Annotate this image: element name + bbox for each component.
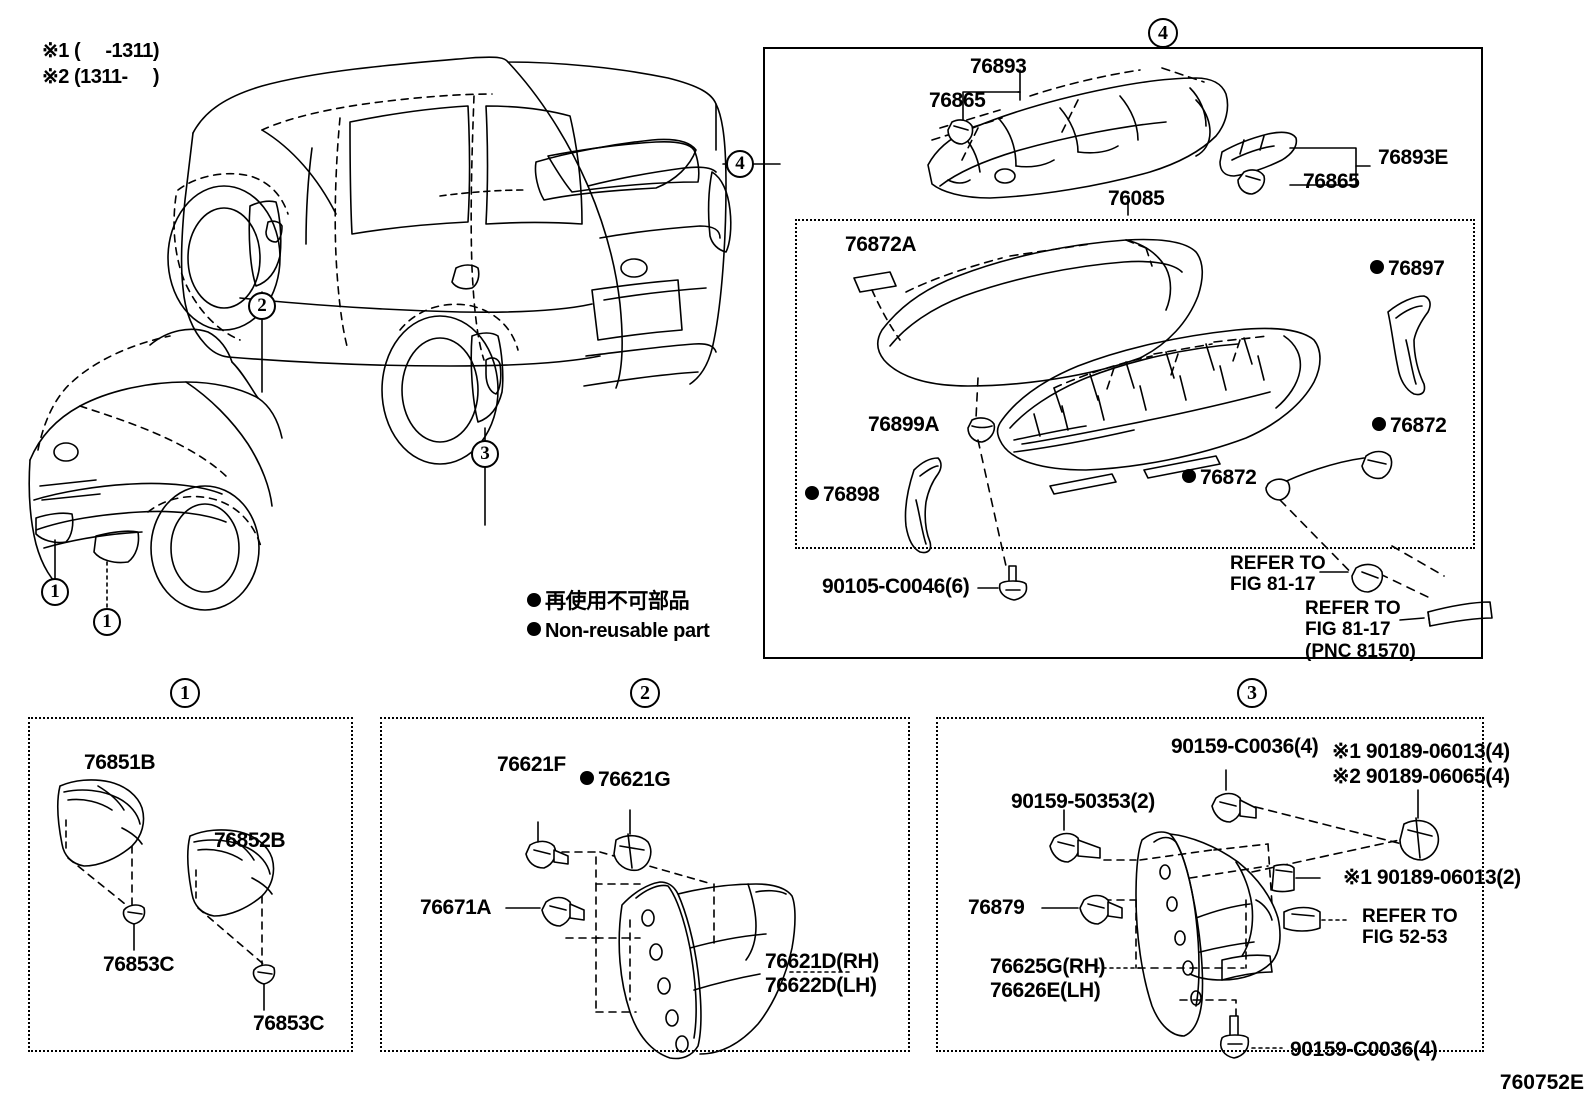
- filled-circle-icon: [1370, 259, 1384, 274]
- refer3-line-2: FIG 52-53: [1362, 927, 1448, 949]
- refer2-line-1: REFER TO: [1305, 598, 1401, 619]
- label-76872-center-group: 76872: [1182, 466, 1257, 490]
- filled-circle-icon: [527, 621, 541, 636]
- note-mark-2: ※2 (1311- ): [42, 66, 160, 88]
- note-mark-1: ※1 ( -1311): [42, 40, 160, 62]
- panel-3-number[interactable]: 3: [1237, 678, 1267, 708]
- panel-2-number[interactable]: 2: [630, 678, 660, 708]
- label-76852B: 76852B: [214, 829, 286, 852]
- vehicle-callout-4[interactable]: 4: [726, 150, 754, 178]
- label-76898: 76898: [823, 483, 880, 506]
- label-76085: 76085: [1108, 187, 1165, 210]
- label-90159-C0036-top: 90159-C0036(4): [1171, 735, 1319, 758]
- refer-line-2: FIG 81-17: [1230, 574, 1316, 596]
- label-76865-left: 76865: [929, 89, 986, 112]
- label-note1-90189-06013-4: ※1 90189-06013(4): [1332, 740, 1510, 763]
- filled-circle-icon: [1372, 416, 1386, 431]
- label-76872A: 76872A: [845, 233, 917, 256]
- label-76853C-left: 76853C: [103, 953, 175, 976]
- vehicle-callout-2[interactable]: 2: [248, 292, 276, 320]
- label-76872-right: 76872: [1390, 414, 1447, 437]
- refer-to-fig-52-53: REFER TO FIG 52-53: [1362, 906, 1458, 949]
- filled-circle-icon: [527, 592, 541, 607]
- label-76865-right: 76865: [1303, 170, 1360, 193]
- label-76621D-RH: 76621D(RH): [765, 950, 879, 973]
- filled-circle-icon: [1182, 468, 1196, 483]
- legend-non-reusable: 再使用不可部品 Non-reusable part: [527, 589, 710, 642]
- refer3-line-1: REFER TO: [1362, 906, 1458, 927]
- refer-line-1: REFER TO: [1230, 553, 1326, 574]
- refer-to-fig-81-17-1: REFER TO FIG 81-17: [1230, 553, 1326, 596]
- panel-2: [380, 717, 910, 1052]
- figure-code: 760752E: [1499, 1071, 1584, 1094]
- label-76893E: 76893E: [1378, 146, 1449, 169]
- label-76897-group: 76897: [1370, 257, 1445, 281]
- label-76853C-right: 76853C: [253, 1012, 325, 1035]
- refer2-line-2: FIG 81-17: [1305, 619, 1391, 641]
- label-90159-C0036-bottom: 90159-C0036(4): [1290, 1038, 1438, 1061]
- label-76899A: 76899A: [868, 413, 940, 436]
- legend-jp-text: 再使用不可部品: [545, 589, 690, 613]
- panel-4-subpanel: [795, 219, 1475, 549]
- label-76625G-RH: 76625G(RH): [990, 955, 1106, 978]
- label-76671A: 76671A: [420, 896, 492, 919]
- vehicle-callout-1-front[interactable]: 1: [41, 578, 69, 606]
- label-76626E-LH: 76626E(LH): [990, 979, 1101, 1002]
- panel-4-number[interactable]: 4: [1148, 18, 1178, 48]
- panel-1: [28, 717, 353, 1052]
- label-76879: 76879: [968, 896, 1025, 919]
- label-76898-group: 76898: [805, 483, 880, 507]
- label-76897: 76897: [1388, 257, 1445, 280]
- label-76621F: 76621F: [497, 753, 566, 776]
- legend-en-text: Non-reusable part: [545, 619, 710, 642]
- filled-circle-icon: [805, 485, 819, 500]
- label-76851B: 76851B: [84, 751, 156, 774]
- label-90105-C0046: 90105-C0046(6): [822, 575, 970, 598]
- label-76872-right-group: 76872: [1372, 414, 1447, 438]
- label-90159-50353: 90159-50353(2): [1011, 790, 1155, 813]
- label-76621G-group: 76621G: [580, 768, 671, 792]
- label-76872-center: 76872: [1200, 466, 1257, 489]
- vehicle-callout-3[interactable]: 3: [471, 440, 499, 468]
- label-76622D-LH: 76622D(LH): [765, 974, 877, 997]
- refer-to-fig-81-17-2: REFER TO FIG 81-17 (PNC 81570): [1305, 598, 1416, 662]
- label-note2-90189-06065-4: ※2 90189-06065(4): [1332, 765, 1510, 788]
- label-76893: 76893: [970, 55, 1027, 78]
- vehicle-callout-1-bumper[interactable]: 1: [93, 608, 121, 636]
- panel-3: [936, 717, 1484, 1052]
- panel-4: [763, 47, 1483, 659]
- panel-1-number[interactable]: 1: [170, 678, 200, 708]
- refer2-line-3: (PNC 81570): [1305, 640, 1416, 662]
- label-note1-90189-06013-2: ※1 90189-06013(2): [1343, 866, 1521, 889]
- label-76621G: 76621G: [598, 768, 671, 791]
- filled-circle-icon: [580, 770, 594, 785]
